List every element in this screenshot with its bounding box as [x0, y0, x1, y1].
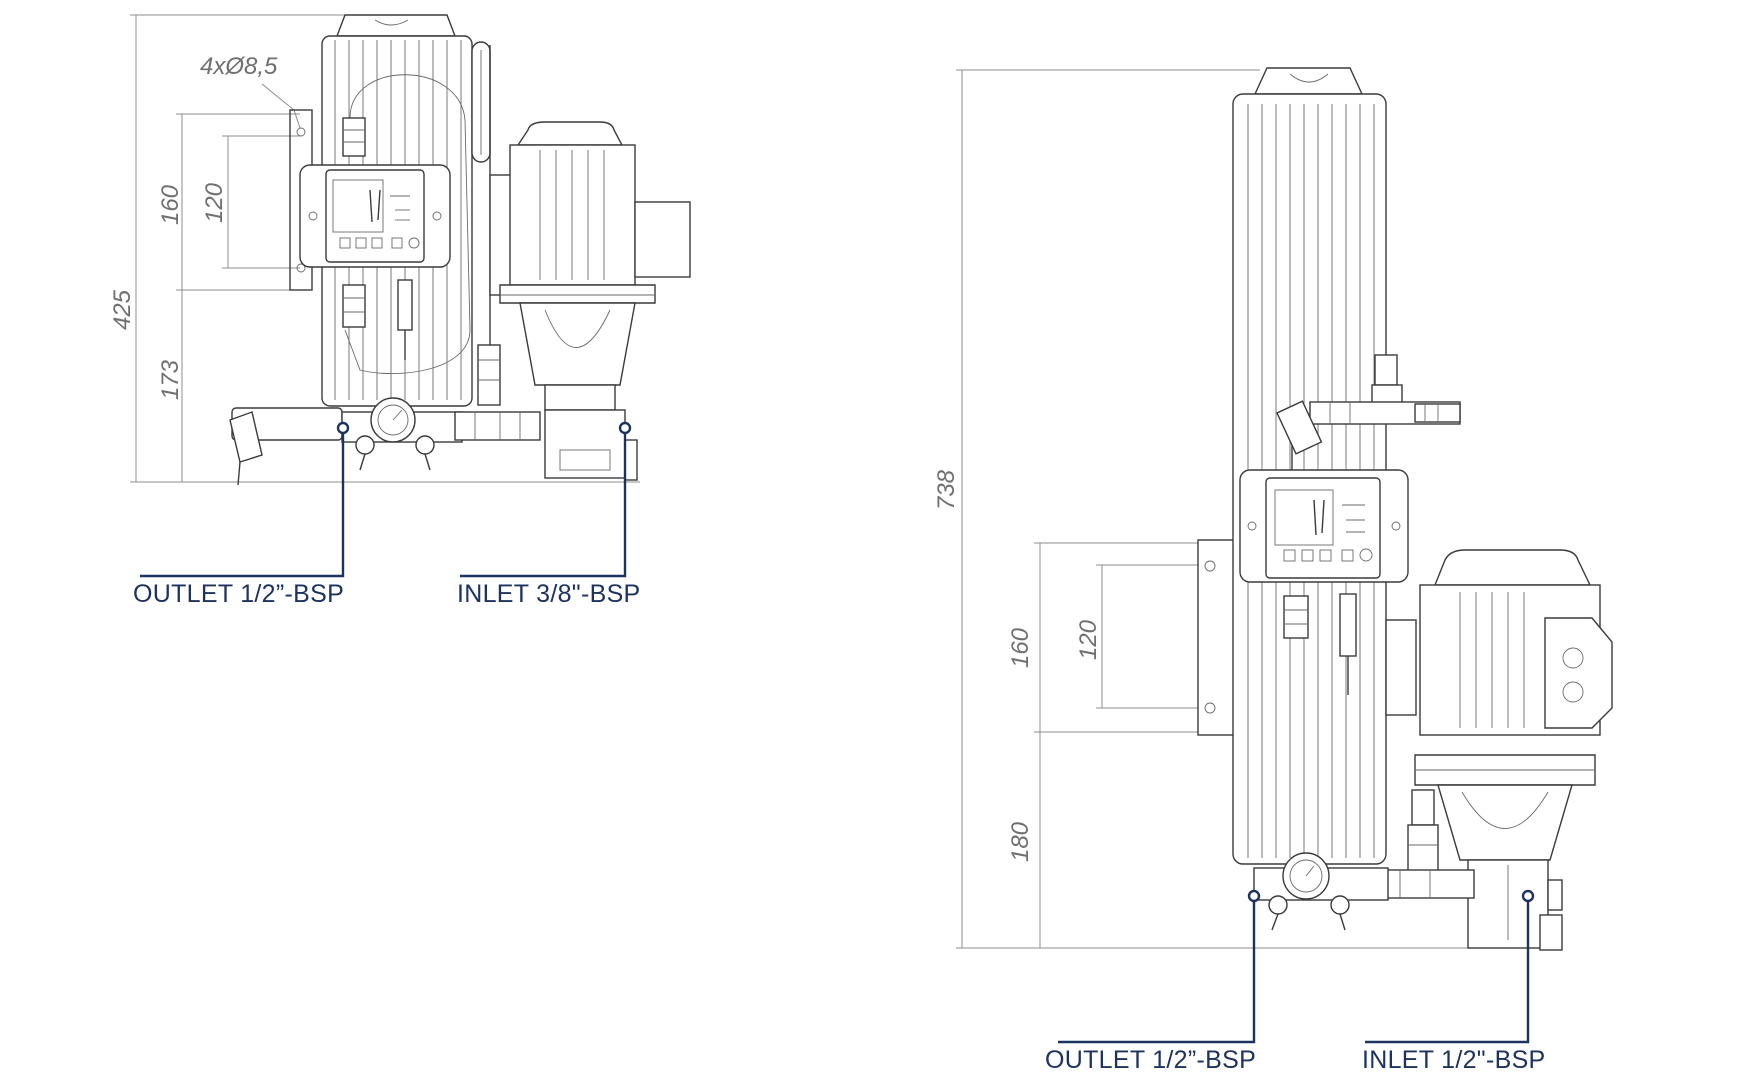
left-sensor-bottom: [342, 284, 366, 328]
left-fitting: [477, 344, 501, 406]
right-manifold: [1253, 852, 1389, 931]
right-main-housing: [1232, 67, 1387, 865]
right-inlet-leader: [1365, 889, 1535, 1044]
right-outlet-leader: [1058, 889, 1261, 1044]
right-probe: [1339, 593, 1357, 657]
left-outlet-label: OUTLET 1/2”-BSP: [133, 580, 344, 608]
left-dimension-120: [222, 135, 300, 269]
right-unit-drawing: 738 160 120 180: [933, 67, 1613, 1074]
right-dim-120-text: 120: [1075, 619, 1102, 660]
right-lower-fitting: [1383, 789, 1475, 899]
right-mounting-plate: [1197, 539, 1237, 736]
left-dim-425-text: 425: [109, 289, 136, 330]
right-dim-160-text: 160: [1007, 627, 1034, 668]
left-dim-160-text: 160: [157, 184, 184, 225]
left-motor: [499, 121, 691, 481]
right-dimension-738: [956, 69, 1470, 949]
hole-callout-leader: [261, 83, 301, 129]
left-sensor-top: [342, 117, 366, 157]
left-dimension-160: [176, 113, 300, 291]
left-inlet-leader: [460, 421, 632, 578]
left-dim-173-text: 173: [157, 359, 184, 400]
left-control-panel: [299, 164, 451, 268]
left-manifold: [229, 397, 541, 486]
right-upper-fitting: [1276, 354, 1461, 470]
right-dimension-160: [1034, 542, 1198, 733]
right-dim-180-text: 180: [1007, 821, 1034, 862]
left-inlet-label: INLET 3/8"-BSP: [457, 580, 641, 608]
hole-callout-text: 4xØ8,5: [200, 53, 278, 80]
right-sensor: [1283, 595, 1309, 639]
left-cable: [344, 74, 471, 375]
right-dimension-180: [1034, 732, 1046, 949]
right-inlet-label: INLET 1/2"-BSP: [1362, 1046, 1546, 1074]
right-control-panel: [1239, 469, 1409, 583]
right-dim-738-text: 738: [933, 469, 960, 510]
left-unit-drawing: 425 160 120 173 4xØ8,5: [109, 14, 691, 608]
left-dimension-173: [176, 290, 188, 483]
left-dim-120-text: 120: [201, 182, 228, 223]
right-dimension-120: [1096, 564, 1198, 709]
left-probe: [397, 279, 413, 331]
right-outlet-label: OUTLET 1/2”-BSP: [1045, 1046, 1256, 1074]
left-dimension-425: [130, 14, 640, 483]
right-motor: [1385, 549, 1613, 951]
left-outlet-leader: [140, 421, 350, 578]
